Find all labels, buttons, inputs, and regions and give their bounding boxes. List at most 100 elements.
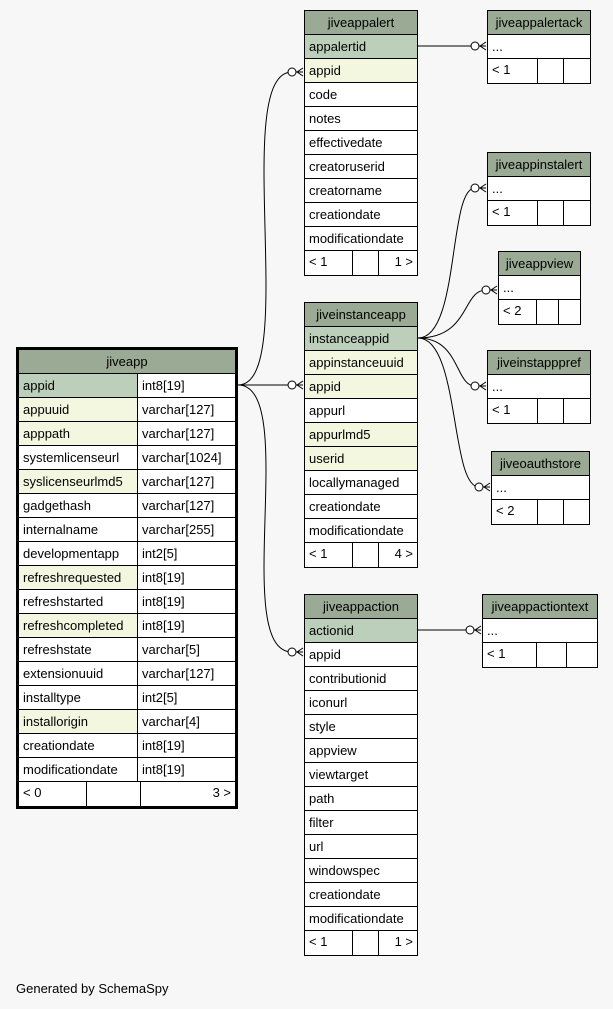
table-jiveinstapppref: jiveinstapppref...< 1 [487, 350, 591, 424]
column-type: varchar[127] [137, 494, 235, 517]
column-type: int2[5] [137, 542, 235, 565]
column-row: ... [492, 476, 589, 500]
parent-count: < 0 [19, 782, 87, 806]
column-name: ... [492, 181, 503, 196]
column-name: syslicenseurlmd5 [23, 474, 123, 489]
column-name: creationdate [309, 499, 381, 514]
link-jiveinstanceapp-jiveappview [417, 289, 487, 339]
column-row: creatorname [305, 179, 417, 203]
column-type: varchar[127] [137, 398, 235, 421]
column-row: appinstanceuuid [305, 351, 417, 375]
column-name: appinstanceuuid [309, 355, 404, 370]
crowfoot-jiveappalert-appid [287, 67, 304, 77]
column-row: viewtarget [305, 763, 417, 787]
child-count: 1 > [394, 934, 413, 949]
column-row: modificationdate [305, 907, 417, 931]
column-row: style [305, 715, 417, 739]
table-title: jiveappalert [305, 11, 417, 35]
column-row: ... [488, 35, 590, 59]
child-count: 4 > [394, 546, 413, 561]
column-name: appuuid [23, 402, 70, 417]
table-title: jiveappinstalert [488, 153, 590, 177]
column-name: refreshstarted [23, 594, 104, 609]
parent-count: < 2 [499, 300, 537, 324]
column-row: userid [305, 447, 417, 471]
link-jiveinstanceapp-jiveinstapppref [417, 337, 476, 387]
table-title: jiveapp [19, 350, 235, 374]
column-row: creationdate [305, 203, 417, 227]
column-row: appid [305, 59, 417, 83]
column-name: installtype [23, 690, 81, 705]
parent-count: < 1 [483, 643, 537, 667]
column-type: int8[19] [137, 374, 235, 397]
footer-spacer [87, 782, 141, 806]
table-footer: < 1 [483, 643, 597, 667]
column-type: int8[19] [137, 614, 235, 637]
column-name: path [309, 791, 335, 806]
column-name: instanceappid [309, 331, 390, 346]
table-title: jiveappaction [305, 595, 417, 619]
column-name: appid [309, 647, 341, 662]
column-name: ... [492, 379, 503, 394]
parent-count: < 1 [488, 59, 538, 83]
column-name: internalname [23, 522, 99, 537]
column-name: creationdate [309, 887, 381, 902]
column-name: modificationdate [309, 231, 404, 246]
table-footer: < 2 [492, 500, 589, 524]
table-title: jiveinstanceapp [305, 303, 417, 327]
column-row: windowspec [305, 859, 417, 883]
column-row: locallymanaged [305, 471, 417, 495]
column-type: varchar[255] [137, 518, 235, 541]
column-name: ... [503, 280, 514, 295]
column-name: ... [487, 623, 498, 638]
table-title: jiveappactiontext [483, 595, 597, 619]
column-row: notes [305, 107, 417, 131]
column-name: ... [492, 39, 503, 54]
parent-count: < 1 [305, 543, 353, 567]
column-row: ... [483, 619, 597, 643]
column-name: style [309, 719, 336, 734]
footer-spacer [538, 399, 564, 423]
column-name: extensionuuid [23, 666, 104, 681]
column-name: filter [309, 815, 334, 830]
column-row: instanceappid [305, 327, 417, 351]
footer-spacer [537, 300, 559, 324]
column-row: appuuid varchar[127] [19, 398, 235, 422]
column-name: creationdate [309, 207, 381, 222]
column-type: int8[19] [137, 734, 235, 757]
parent-count: < 1 [488, 201, 538, 225]
column-name: appview [309, 743, 357, 758]
column-name: notes [309, 111, 341, 126]
crowfoot-jiveappalertack [470, 41, 487, 51]
footer-spacer [353, 543, 379, 567]
column-type: int8[19] [137, 566, 235, 589]
child-count [564, 399, 590, 423]
footer-spacer [537, 643, 567, 667]
parent-count: < 1 [305, 931, 353, 955]
column-name: modificationdate [309, 523, 404, 538]
link-jiveinstanceapp-jiveoauthstore [417, 337, 480, 488]
column-row: appview [305, 739, 417, 763]
link-jiveapp-jiveappalert [237, 71, 293, 386]
child-count: 1 > [394, 254, 413, 269]
column-name: userid [309, 451, 345, 466]
column-row: ... [488, 177, 590, 201]
column-name: appalertid [309, 39, 367, 54]
column-name: url [309, 839, 324, 854]
column-row: actionid [305, 619, 417, 643]
child-count [567, 643, 597, 667]
column-name: viewtarget [309, 767, 369, 782]
table-footer: < 1 [488, 201, 590, 225]
column-row: appurlmd5 [305, 423, 417, 447]
crowfoot-jiveinstapppref [470, 381, 487, 391]
table-footer: < 2 [499, 300, 580, 324]
